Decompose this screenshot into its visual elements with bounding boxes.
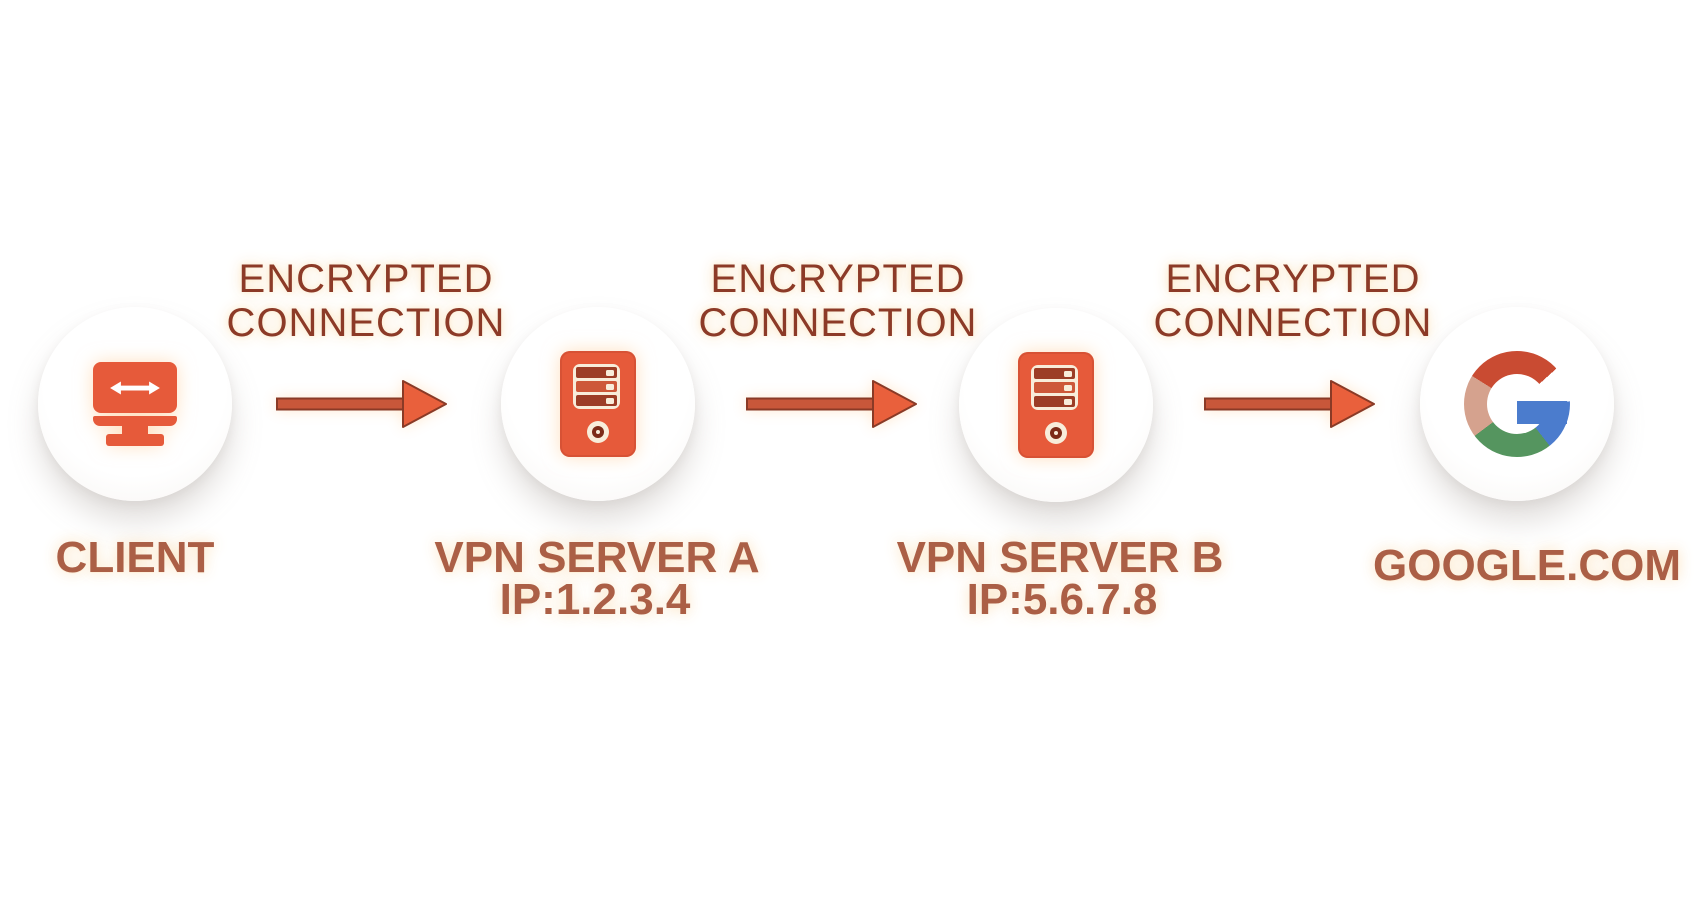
server-slat-pip: [606, 369, 614, 376]
node-ip-vpn-server-b: IP:5.6.7.8: [966, 575, 1158, 624]
node-vpn-server-b: [959, 308, 1153, 502]
node-ip-vpn-server-a: IP:1.2.3.4: [499, 575, 691, 624]
node-vpn-server-a: [501, 307, 695, 501]
server-slat: [1034, 368, 1075, 379]
connection-label-line: CONNECTION: [226, 301, 506, 345]
server-slat: [1034, 396, 1075, 407]
monitor-bezel: [93, 416, 177, 426]
server-power-dot: [596, 430, 600, 434]
double-arrow-icon: [110, 381, 160, 394]
node-title-client: CLIENT: [55, 533, 215, 582]
monitor-stand-base: [106, 434, 164, 446]
server-slat: [576, 395, 617, 406]
server-power-button: [587, 421, 609, 443]
monitor-stand-neck: [122, 425, 148, 435]
server-slat: [1034, 382, 1075, 393]
server-power-button: [1045, 422, 1067, 444]
server-slat-pip: [606, 397, 614, 404]
connection-label-line: ENCRYPTED: [238, 257, 494, 301]
server-rack: [1031, 365, 1078, 410]
node-title-google: GOOGLE.COM: [1373, 541, 1681, 590]
right-arrow-icon: [1204, 380, 1375, 428]
connection-label-1: ENCRYPTED CONNECTION: [227, 257, 506, 345]
server-slat: [576, 367, 617, 378]
connection-label-line: ENCRYPTED: [710, 257, 966, 301]
connection-label-3: ENCRYPTED CONNECTION: [1154, 257, 1433, 345]
node-title-vpn-server-a: VPN SERVER A: [434, 533, 760, 582]
server-slat-pip: [606, 383, 614, 390]
server-slat: [576, 381, 617, 392]
monitor-arrows-icon: [91, 362, 179, 446]
server-slat-pip: [1064, 370, 1072, 377]
server-power-core: [1050, 427, 1062, 439]
server-slat-pip: [1064, 398, 1072, 405]
server-icon: [1018, 352, 1094, 458]
server-power-core: [592, 426, 604, 438]
node-client: [38, 307, 232, 501]
connection-label-line: CONNECTION: [698, 301, 978, 345]
connection-label-line: ENCRYPTED: [1165, 257, 1421, 301]
server-rack: [573, 364, 620, 409]
server-power-dot: [1054, 431, 1058, 435]
node-google: [1420, 307, 1614, 501]
connection-label-2: ENCRYPTED CONNECTION: [699, 257, 978, 345]
right-arrow-icon: [276, 380, 447, 428]
node-title-vpn-server-b: VPN SERVER B: [896, 533, 1224, 582]
google-logo-icon: [1464, 351, 1570, 457]
server-icon: [560, 351, 636, 457]
monitor-screen: [93, 362, 177, 413]
google-g-bar: [1517, 401, 1567, 424]
right-arrow-icon: [746, 380, 917, 428]
server-slat-pip: [1064, 384, 1072, 391]
connection-label-line: CONNECTION: [1153, 301, 1433, 345]
